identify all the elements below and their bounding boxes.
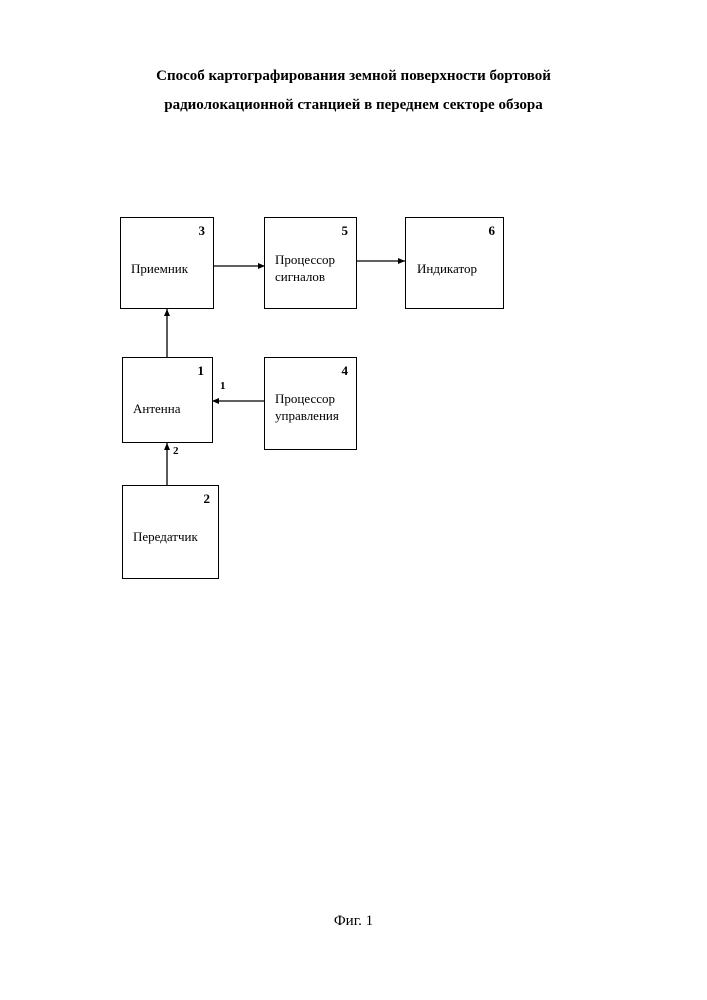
indicator-label: Индикатор xyxy=(417,260,477,277)
signal-processor-label: Процессор сигналов xyxy=(275,251,335,285)
antenna-port-2-label: 2 xyxy=(173,445,179,457)
antenna-number: 1 xyxy=(198,364,205,378)
receiver-label: Приемник xyxy=(131,260,188,277)
antenna-block: 1 Антенна xyxy=(122,357,213,443)
receiver-block: 3 Приемник xyxy=(120,217,214,309)
indicator-number: 6 xyxy=(489,224,496,238)
antenna-port-1-label: 1 xyxy=(220,380,226,392)
signal-processor-block: 5 Процессор сигналов xyxy=(264,217,357,309)
antenna-label: Антенна xyxy=(133,400,180,417)
indicator-block: 6 Индикатор xyxy=(405,217,504,309)
transmitter-number: 2 xyxy=(204,492,211,506)
transmitter-label: Передатчик xyxy=(133,528,198,545)
control-processor-number: 4 xyxy=(342,364,349,378)
figure-caption: Фиг. 1 xyxy=(0,913,707,930)
control-processor-block: 4 Процессор управления xyxy=(264,357,357,450)
receiver-number: 3 xyxy=(199,224,206,238)
signal-processor-number: 5 xyxy=(342,224,349,238)
control-processor-label: Процессор управления xyxy=(275,390,339,424)
transmitter-block: 2 Передатчик xyxy=(122,485,219,579)
